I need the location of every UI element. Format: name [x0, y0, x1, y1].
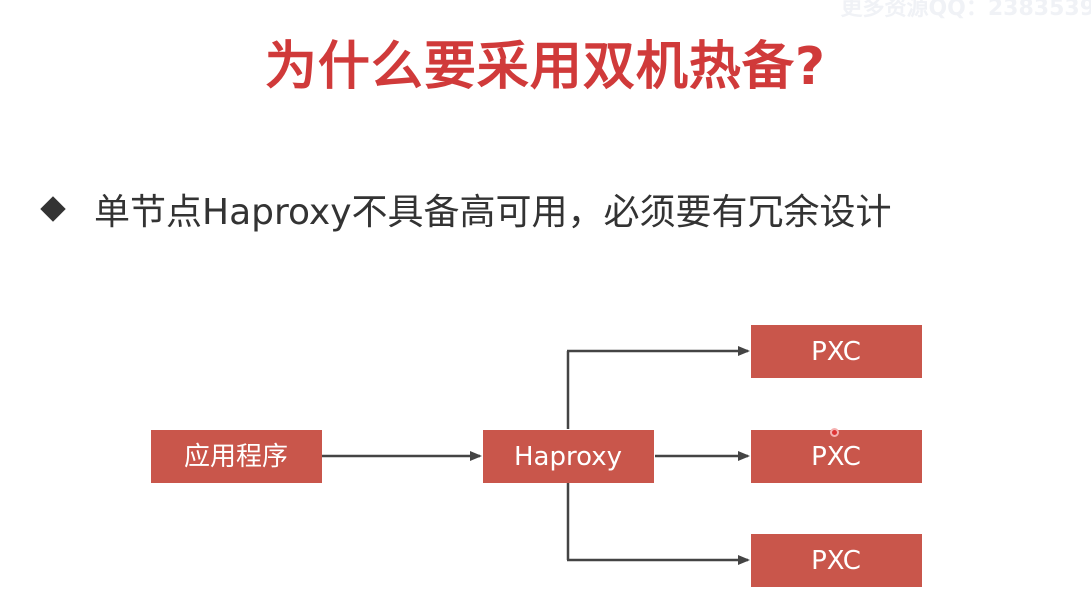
- node-pxc-3: PXC: [751, 534, 922, 587]
- watermark-text: 更多资源QQ：2383539: [840, 0, 1091, 21]
- node-pxc-2: PXC: [751, 430, 922, 483]
- node-pxc-2-label: PXC: [811, 442, 861, 472]
- node-app: 应用程序: [151, 430, 322, 483]
- node-pxc-3-box: [751, 534, 922, 587]
- node-haproxy-label: Haproxy: [514, 442, 622, 472]
- node-pxc-1: PXC: [751, 325, 922, 378]
- node-app-label: 应用程序: [184, 442, 288, 472]
- node-haproxy: Haproxy: [483, 430, 654, 483]
- node-pxc-1-label: PXC: [811, 337, 861, 367]
- slide-title: 为什么要采用双机热备?: [264, 37, 827, 97]
- bullet-point: 单节点Haproxy不具备高可用，必须要有冗余设计: [40, 183, 892, 235]
- node-haproxy-box: [483, 430, 654, 483]
- node-pxc-1-box: [751, 325, 922, 378]
- pointer-cursor-icon: [830, 428, 839, 437]
- node-pxc-3-label: PXC: [811, 546, 861, 576]
- bullet-text: 单节点Haproxy不具备高可用，必须要有冗余设计: [94, 192, 892, 233]
- node-pxc-2-box: [751, 430, 922, 483]
- node-app-box: [151, 430, 322, 483]
